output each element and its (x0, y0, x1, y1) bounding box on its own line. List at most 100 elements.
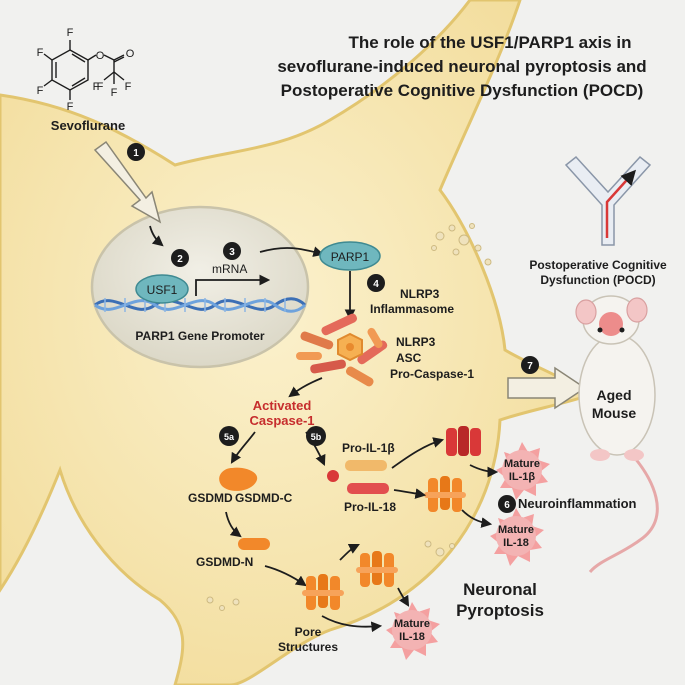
inflammasome-comp-procaspase: Pro-Caspase-1 (390, 367, 474, 381)
il1b-receptor (446, 426, 481, 456)
atom-f-left-bottom: F (37, 85, 44, 97)
pore-down-arrow (397, 587, 410, 607)
step-badge-3: 3 (223, 242, 241, 260)
release-to-receptor-arrow (391, 437, 445, 469)
cleavage-arrow (225, 511, 242, 538)
membrane-pore-bottom-2 (356, 551, 398, 587)
atom-f-cf3-bottom: F (111, 87, 118, 99)
nlrp3-inflammasome-complex (296, 313, 388, 387)
mrna-export-arrow (259, 246, 325, 257)
atom-o-ether: O (96, 50, 105, 62)
release-to-pore-arrow (393, 488, 427, 499)
svg-text:1: 1 (133, 148, 139, 159)
mature-il18-burst-bottom (386, 602, 440, 660)
gsdmd-label: GSDMD (188, 491, 233, 505)
sevoflurane-structure (43, 40, 125, 100)
svg-text:6: 6 (504, 500, 510, 511)
pore-structures-arrow (321, 615, 383, 633)
mature-il18b-label-1: Mature (394, 618, 430, 630)
gsdmd-c-label: GSDMD-C (235, 491, 293, 505)
usf1-label: USF1 (147, 283, 178, 297)
pro-il-particle (327, 470, 339, 482)
mature-il1b-label-1: Mature (504, 458, 540, 470)
step-badge-4: 4 (367, 274, 385, 292)
svg-text:3: 3 (229, 247, 235, 258)
membrane-pore-right (424, 476, 466, 512)
atom-f-left-top: F (37, 47, 44, 59)
atom-f-cf3-left: F (97, 81, 104, 93)
pro-il1b-protein (345, 460, 387, 471)
gsdmd-full-protein (219, 467, 258, 491)
step-badge-2: 2 (171, 249, 189, 267)
mature-il1b-burst (496, 442, 550, 500)
atom-o-carbonyl: O (126, 48, 135, 60)
atom-f-bottom: F (67, 101, 74, 113)
dna-helix (94, 297, 307, 313)
y-maze-icon (564, 155, 652, 246)
transcription-arrow (195, 274, 271, 296)
pyroptosis-label-1: Neuronal (463, 580, 537, 599)
pro-il1b-label: Pro-IL-1β (342, 441, 395, 455)
inflammasome-title-2: Inflammasome (370, 302, 454, 316)
title-line-1: The role of the USF1/PARP1 axis in (348, 33, 631, 52)
pro-il18-protein (347, 483, 389, 494)
mouse-label-2: Mouse (592, 405, 637, 421)
step-badge-5a: 5a (219, 426, 239, 446)
sevoflurane-label: Sevoflurane (51, 118, 125, 133)
step-badge-7: 7 (521, 356, 539, 374)
neuroinflammation-label: Neuroinflammation (518, 496, 637, 511)
gsdmd-n-label: GSDMD-N (196, 555, 253, 569)
step-badge-5b: 5b (306, 426, 326, 446)
to-mature-il18-arrow (461, 509, 493, 528)
mature-il18-burst-right (490, 508, 544, 566)
aged-mouse-icon (575, 295, 659, 574)
pro-il18-label: Pro-IL-18 (344, 500, 396, 514)
svg-text:5b: 5b (311, 432, 322, 442)
gsdmd-n-fragment (238, 538, 270, 550)
pore-structures-label-1: Pore (295, 625, 322, 639)
sevoflurane-entry-arrow (93, 140, 162, 224)
to-pores-arrow (264, 565, 307, 587)
to-caspase-arrow (288, 377, 323, 398)
inflammasome-title-1: NLRP3 (400, 287, 440, 301)
atom-f-ring-right: F (93, 81, 100, 93)
pore-structures-label-2: Structures (278, 640, 338, 654)
atom-f-top: F (67, 27, 74, 39)
caspase-label-2: Caspase-1 (249, 413, 314, 428)
svg-text:7: 7 (527, 361, 533, 372)
to-mature-il1b-arrow (469, 464, 499, 478)
inflammasome-comp-asc: ASC (396, 351, 422, 365)
pore-up-arrow (339, 544, 360, 561)
step-badge-1: 1 (127, 143, 145, 161)
svg-text:2: 2 (177, 254, 183, 265)
mrna-label: mRNA (212, 262, 247, 276)
mouse-label-1: Aged (597, 387, 632, 403)
usf1-protein (135, 274, 189, 304)
branch-5a-arrow (230, 431, 256, 464)
parp1-protein (319, 241, 381, 271)
pocd-label-2: Dysfunction (POCD) (540, 273, 655, 287)
mature-il18b-label-2: IL-18 (399, 631, 425, 643)
svg-text:5a: 5a (224, 432, 235, 442)
title-line-3: Postoperative Cognitive Dysfunction (POC… (281, 81, 644, 100)
caspase-label-1: Activated (253, 398, 312, 413)
step-badge-6: 6 (498, 495, 516, 513)
atom-f-cf3-right: F (125, 81, 132, 93)
mature-il1b-label-2: IL-1β (509, 471, 536, 483)
to-mouse-arrow (507, 366, 587, 410)
promoter-label: PARP1 Gene Promoter (135, 329, 264, 343)
nucleus (90, 205, 310, 369)
title-line-2: sevoflurane-induced neuronal pyroptosis … (277, 57, 646, 76)
inflammasome-comp-nlrp3: NLRP3 (396, 335, 436, 349)
svg-text:4: 4 (373, 279, 379, 290)
mature-il18-label-1: Mature (498, 524, 534, 536)
mature-il18-label-2: IL-18 (503, 537, 529, 549)
pocd-label-1: Postoperative Cognitive (529, 258, 667, 272)
membrane-pore-bottom-1 (302, 574, 344, 610)
pyroptosis-label-2: Pyroptosis (456, 601, 544, 620)
nucleus-entry-arrow (149, 225, 164, 247)
membrane-debris (206, 223, 492, 611)
parp1-label: PARP1 (331, 250, 370, 264)
